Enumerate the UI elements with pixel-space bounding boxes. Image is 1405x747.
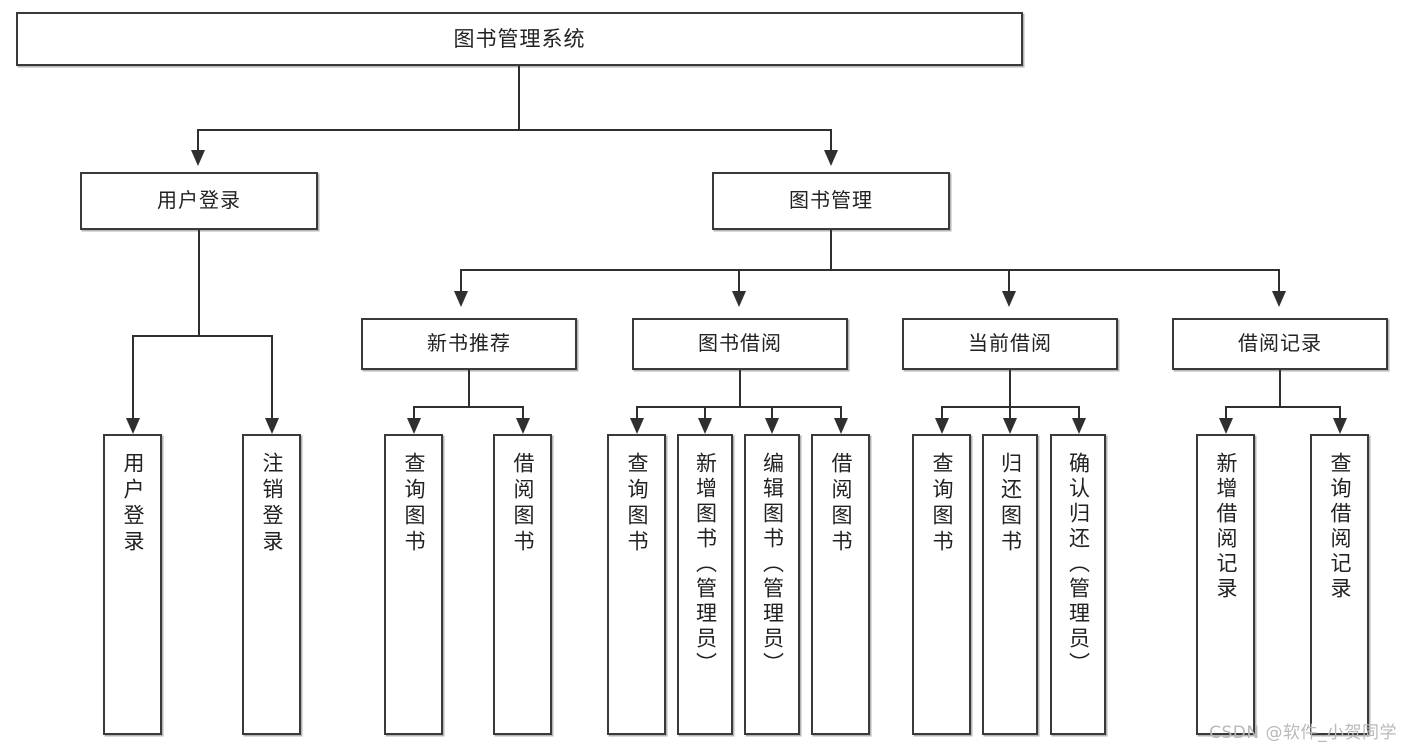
node-user-login[interactable]: 用户登录	[80, 172, 318, 230]
node-book-borrow[interactable]: 图书借阅	[632, 318, 848, 370]
node-label: 编辑图书（管理员）	[760, 452, 785, 677]
node-leaf-borrow-book-1[interactable]: 借阅图书	[493, 434, 552, 735]
connector-cb-drop-1	[941, 406, 943, 420]
arrowhead-leaf-query-book-1	[407, 418, 421, 434]
connector-bb-drop-2	[704, 406, 706, 420]
node-label: 查询借阅记录	[1328, 452, 1352, 602]
arrowhead-new-book-recommend	[454, 291, 468, 307]
connector-user-login-stem	[198, 230, 200, 336]
node-label: 确认归还（管理员）	[1066, 452, 1091, 677]
node-current-borrow[interactable]: 当前借阅	[902, 318, 1118, 370]
arrowhead-leaf-query-record	[1333, 418, 1347, 434]
connector-cb-drop-2	[1009, 406, 1011, 420]
connector-bm-drop-2	[738, 269, 740, 293]
node-label: 新书推荐	[427, 331, 511, 356]
node-leaf-user-login[interactable]: 用户登录	[103, 434, 162, 735]
connector-root-drop-right	[830, 129, 832, 152]
connector-bb-drop-4	[840, 406, 842, 420]
arrowhead-leaf-user-login	[126, 418, 140, 434]
node-label: 新增图书（管理员）	[693, 452, 718, 677]
arrowhead-user-login	[191, 150, 205, 166]
arrowhead-leaf-borrow-book-2	[834, 418, 848, 434]
node-leaf-query-book-1[interactable]: 查询图书	[384, 434, 443, 735]
node-label: 当前借阅	[968, 331, 1052, 356]
node-leaf-edit-book[interactable]: 编辑图书（管理员）	[744, 434, 800, 735]
arrowhead-leaf-add-record	[1219, 418, 1233, 434]
arrowhead-leaf-edit-book	[765, 418, 779, 434]
arrowhead-leaf-add-book	[698, 418, 712, 434]
connector-user-login-drop-1	[132, 335, 134, 420]
node-label: 查询图书	[625, 452, 649, 556]
arrowhead-book-manage	[824, 150, 838, 166]
arrowhead-leaf-borrow-book-1	[516, 418, 530, 434]
connector-nbr-stem	[468, 370, 470, 407]
node-borrow-record[interactable]: 借阅记录	[1172, 318, 1388, 370]
node-label: 查询图书	[402, 452, 426, 556]
node-label: 借阅图书	[511, 452, 535, 556]
watermark: CSDN @软件_小贺同学	[1209, 723, 1397, 743]
node-label: 图书管理系统	[453, 26, 586, 51]
connector-user-login-bus	[133, 335, 273, 337]
node-leaf-add-book[interactable]: 新增图书（管理员）	[677, 434, 733, 735]
connector-nbr-drop-2	[522, 406, 524, 420]
node-label: 借阅记录	[1238, 331, 1322, 356]
connector-br-bus	[1226, 406, 1341, 408]
node-leaf-add-record[interactable]: 新增借阅记录	[1196, 434, 1255, 735]
arrowhead-current-borrow	[1002, 291, 1016, 307]
node-label: 借阅图书	[829, 452, 853, 556]
connector-root-stem	[518, 66, 520, 130]
arrowhead-borrow-record	[1272, 291, 1286, 307]
node-new-book-recommend[interactable]: 新书推荐	[361, 318, 577, 370]
connector-nbr-bus	[414, 406, 524, 408]
connector-book-manage-stem	[830, 230, 832, 270]
connector-bb-stem	[739, 370, 741, 407]
arrowhead-leaf-return-book	[1003, 418, 1017, 434]
connector-bm-drop-3	[1008, 269, 1010, 293]
connector-book-manage-bus	[461, 269, 1280, 271]
connector-br-drop-1	[1225, 406, 1227, 420]
node-leaf-borrow-book-2[interactable]: 借阅图书	[811, 434, 870, 735]
connector-bb-bus	[637, 406, 842, 408]
node-book-manage[interactable]: 图书管理	[712, 172, 950, 230]
connector-cb-stem	[1009, 370, 1011, 407]
node-leaf-query-record[interactable]: 查询借阅记录	[1310, 434, 1369, 735]
connector-bm-drop-1	[460, 269, 462, 293]
connector-br-stem	[1279, 370, 1281, 407]
connector-bb-drop-3	[771, 406, 773, 420]
node-label: 新增借阅记录	[1214, 452, 1238, 602]
connector-root-bus	[198, 129, 831, 131]
node-leaf-return-book[interactable]: 归还图书	[982, 434, 1038, 735]
node-leaf-query-book-2[interactable]: 查询图书	[607, 434, 666, 735]
arrowhead-book-borrow	[732, 291, 746, 307]
node-leaf-confirm-return[interactable]: 确认归还（管理员）	[1050, 434, 1106, 735]
node-label: 归还图书	[998, 452, 1023, 556]
node-label: 用户登录	[157, 188, 241, 213]
arrowhead-leaf-confirm-return	[1072, 418, 1086, 434]
node-label: 注销登录	[260, 452, 284, 556]
node-root-system[interactable]: 图书管理系统	[16, 12, 1023, 66]
arrowhead-leaf-query-book-2	[630, 418, 644, 434]
connector-user-login-drop-2	[271, 335, 273, 420]
node-label: 图书借阅	[698, 331, 782, 356]
node-label: 查询图书	[930, 452, 954, 556]
node-leaf-logout-login[interactable]: 注销登录	[242, 434, 301, 735]
node-label: 用户登录	[121, 452, 145, 556]
connector-cb-drop-3	[1078, 406, 1080, 420]
connector-cb-bus	[942, 406, 1080, 408]
connector-bm-drop-4	[1278, 269, 1280, 293]
arrowhead-leaf-logout-login	[265, 418, 279, 434]
connector-br-drop-2	[1339, 406, 1341, 420]
connector-nbr-drop-1	[413, 406, 415, 420]
node-leaf-query-book-3[interactable]: 查询图书	[912, 434, 971, 735]
connector-bb-drop-1	[636, 406, 638, 420]
arrowhead-leaf-query-book-3	[935, 418, 949, 434]
connector-root-drop-left	[197, 129, 199, 152]
node-label: 图书管理	[789, 188, 873, 213]
